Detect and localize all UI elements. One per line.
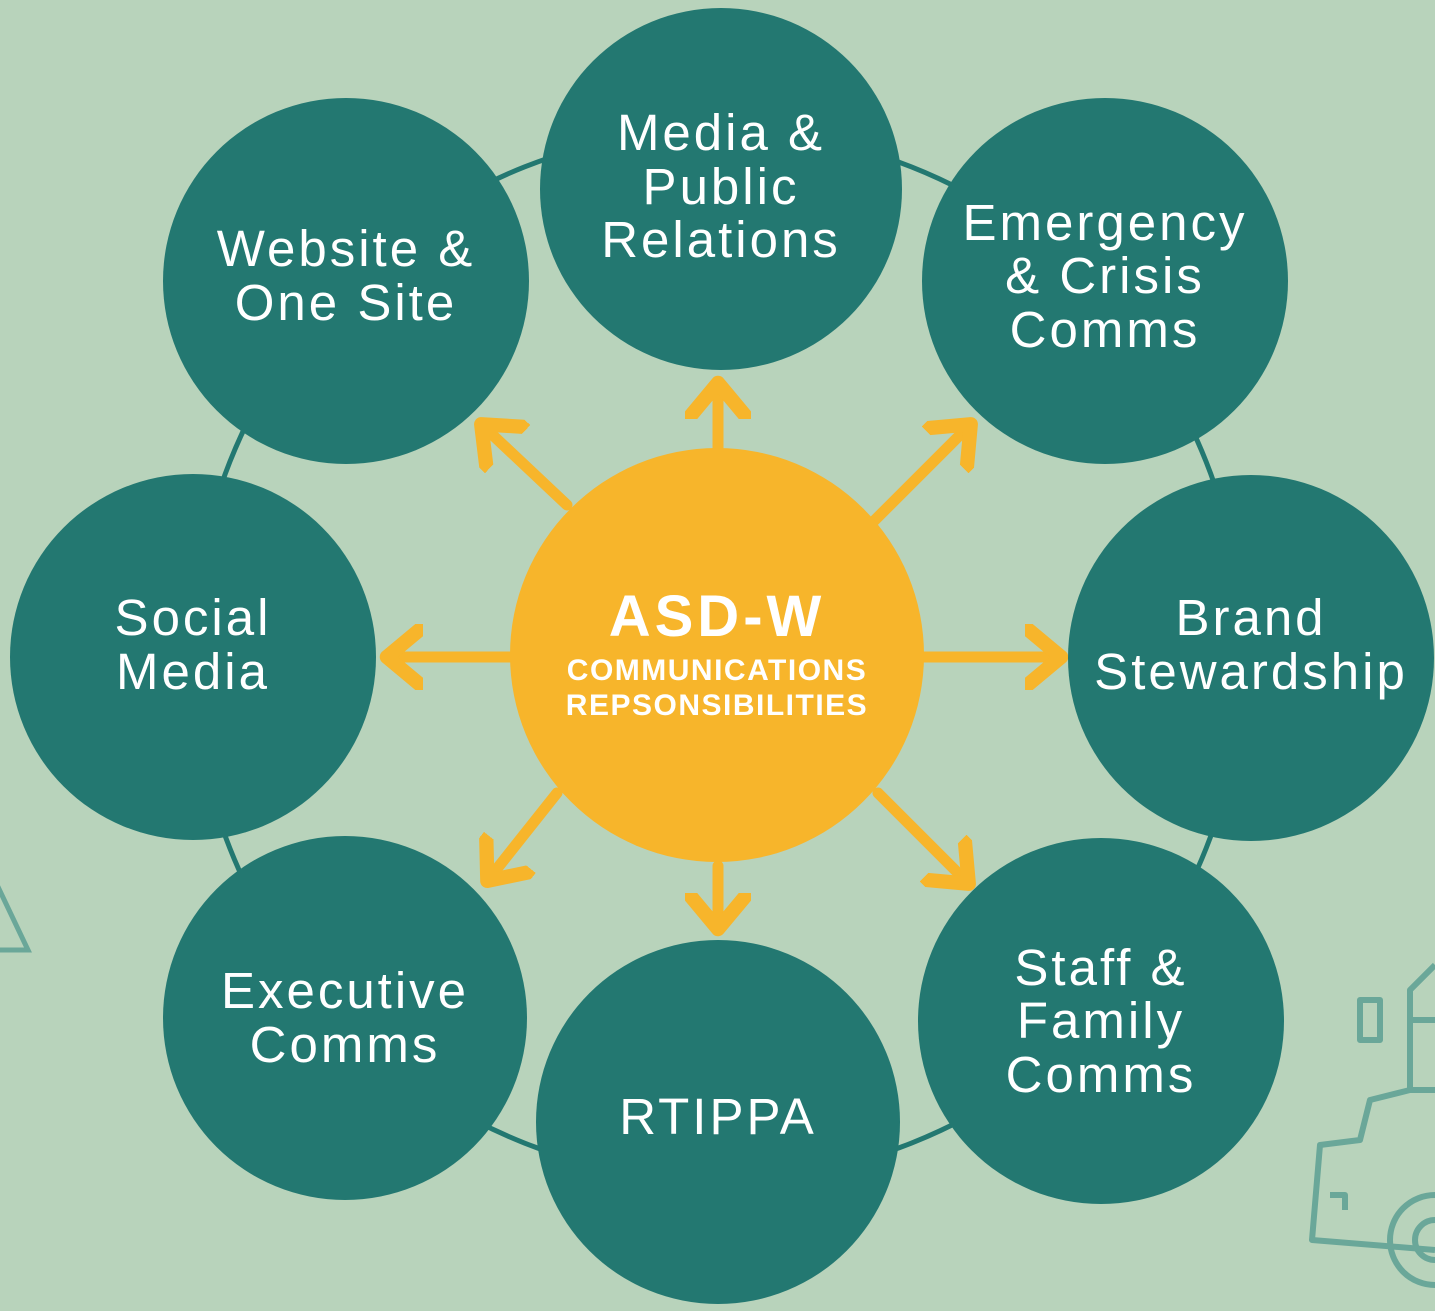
node-media-public-relations[interactable]: Media & Public Relations [540,8,902,370]
center-subtitle-line2: REPSONSIBILITIES [565,689,869,722]
node-label-media: Media & Public Relations [601,104,841,269]
arrow-to-executive [488,787,563,880]
node-emergency-crisis-comms[interactable]: Emergency & Crisis Comms [922,98,1288,464]
node-label-executive: Executive Comms [220,962,470,1073]
arrow-to-staff [872,787,968,883]
arrows-group [388,384,1060,928]
node-website-one-site[interactable]: Website & One Site [163,98,529,464]
school-bus-icon [1309,962,1435,1288]
node-label-staff: Staff & Family Comms [1005,938,1197,1103]
arrow-to-emergency [869,425,970,526]
center-subtitle-line1: COMMUNICATIONS [566,654,868,688]
center-title: ASD-W [608,584,826,650]
node-label-brand: Brand Stewardship [1094,589,1408,700]
node-social-media[interactable]: Social Media [10,474,376,840]
node-label-rtippa: RTIPPA [619,1088,817,1145]
decor-triangle-icon [0,885,32,953]
node-brand-stewardship[interactable]: Brand Stewardship [1068,475,1434,841]
node-label-social: Social Media [114,589,272,700]
arrow-to-website [482,425,573,511]
node-staff-family-comms[interactable]: Staff & Family Comms [918,838,1284,1204]
node-executive-comms[interactable]: Executive Comms [163,836,527,1200]
node-rtippa[interactable]: RTIPPA [536,940,900,1304]
node-label-website: Website & One Site [216,220,476,331]
node-label-emergency: Emergency & Crisis Comms [962,193,1248,358]
center-hub: ASD-W COMMUNICATIONS REPSONSIBILITIES [510,448,924,862]
